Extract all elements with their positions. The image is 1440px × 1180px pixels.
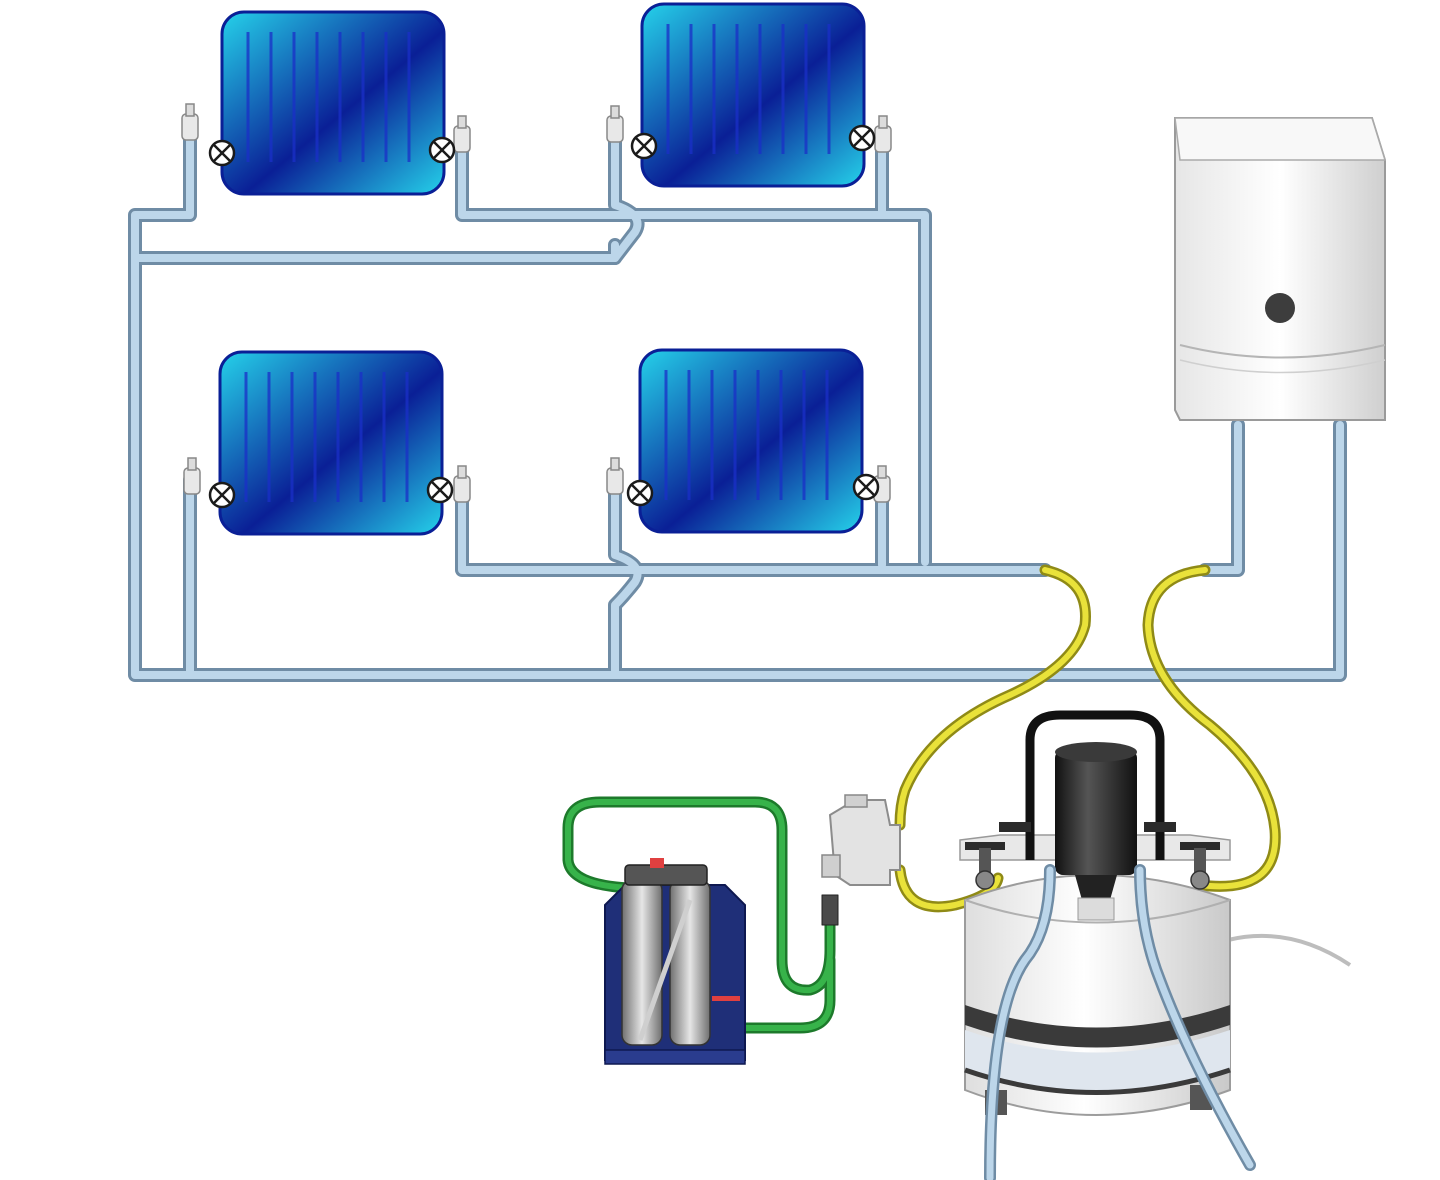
radiator-upper-left xyxy=(220,10,446,196)
wall-boiler xyxy=(1174,117,1387,421)
radiator-upper-right xyxy=(640,2,866,188)
radiator-icon xyxy=(638,348,864,534)
bleed-fitting-icon xyxy=(874,115,892,153)
flushing-unit xyxy=(959,710,1352,1116)
radiator-icon xyxy=(218,350,444,536)
flushing-pump-icon xyxy=(959,710,1352,1116)
bleed-fitting-icon xyxy=(606,457,624,495)
valve-icon xyxy=(208,139,236,167)
wall-boiler-icon xyxy=(1174,117,1387,421)
drain-hoses xyxy=(984,864,1256,1180)
hose-connector-block xyxy=(821,794,901,886)
valve-icon xyxy=(848,124,876,152)
yellow-flex-hoses xyxy=(894,564,1281,913)
valve-icon xyxy=(630,132,658,160)
flushing-tap-left-icon xyxy=(965,842,1005,890)
radiator-icon xyxy=(640,2,866,188)
valve-icon xyxy=(208,481,236,509)
bleed-fitting-icon xyxy=(606,105,624,143)
pipe-network xyxy=(128,133,1347,682)
valve-icon xyxy=(626,479,654,507)
bleed-fitting-icon xyxy=(181,103,199,141)
pipe-fill xyxy=(131,136,1344,679)
filter-unit-icon xyxy=(604,858,746,1065)
yellow-flex-hose-left xyxy=(897,567,1089,828)
radiator-lower-right xyxy=(638,348,864,534)
bleed-fitting-icon xyxy=(453,115,471,153)
valve-icon xyxy=(852,473,880,501)
hose-clamp-icon xyxy=(821,894,839,926)
yellow-flex-hose-right xyxy=(1144,567,1279,890)
valve-icon xyxy=(428,136,456,164)
boiler-button-icon xyxy=(1265,293,1295,323)
radiator-icon xyxy=(220,10,446,196)
green-filter-hose xyxy=(562,796,839,1034)
radiator-lower-left xyxy=(218,350,444,536)
bleed-fitting-icon xyxy=(183,457,201,495)
filter-unit xyxy=(604,858,746,1065)
flushing-tap-right-icon xyxy=(1180,842,1220,890)
bleed-fitting-icon xyxy=(453,465,471,503)
yellow-flex-hose-link xyxy=(897,867,1001,910)
valve-icon xyxy=(426,476,454,504)
